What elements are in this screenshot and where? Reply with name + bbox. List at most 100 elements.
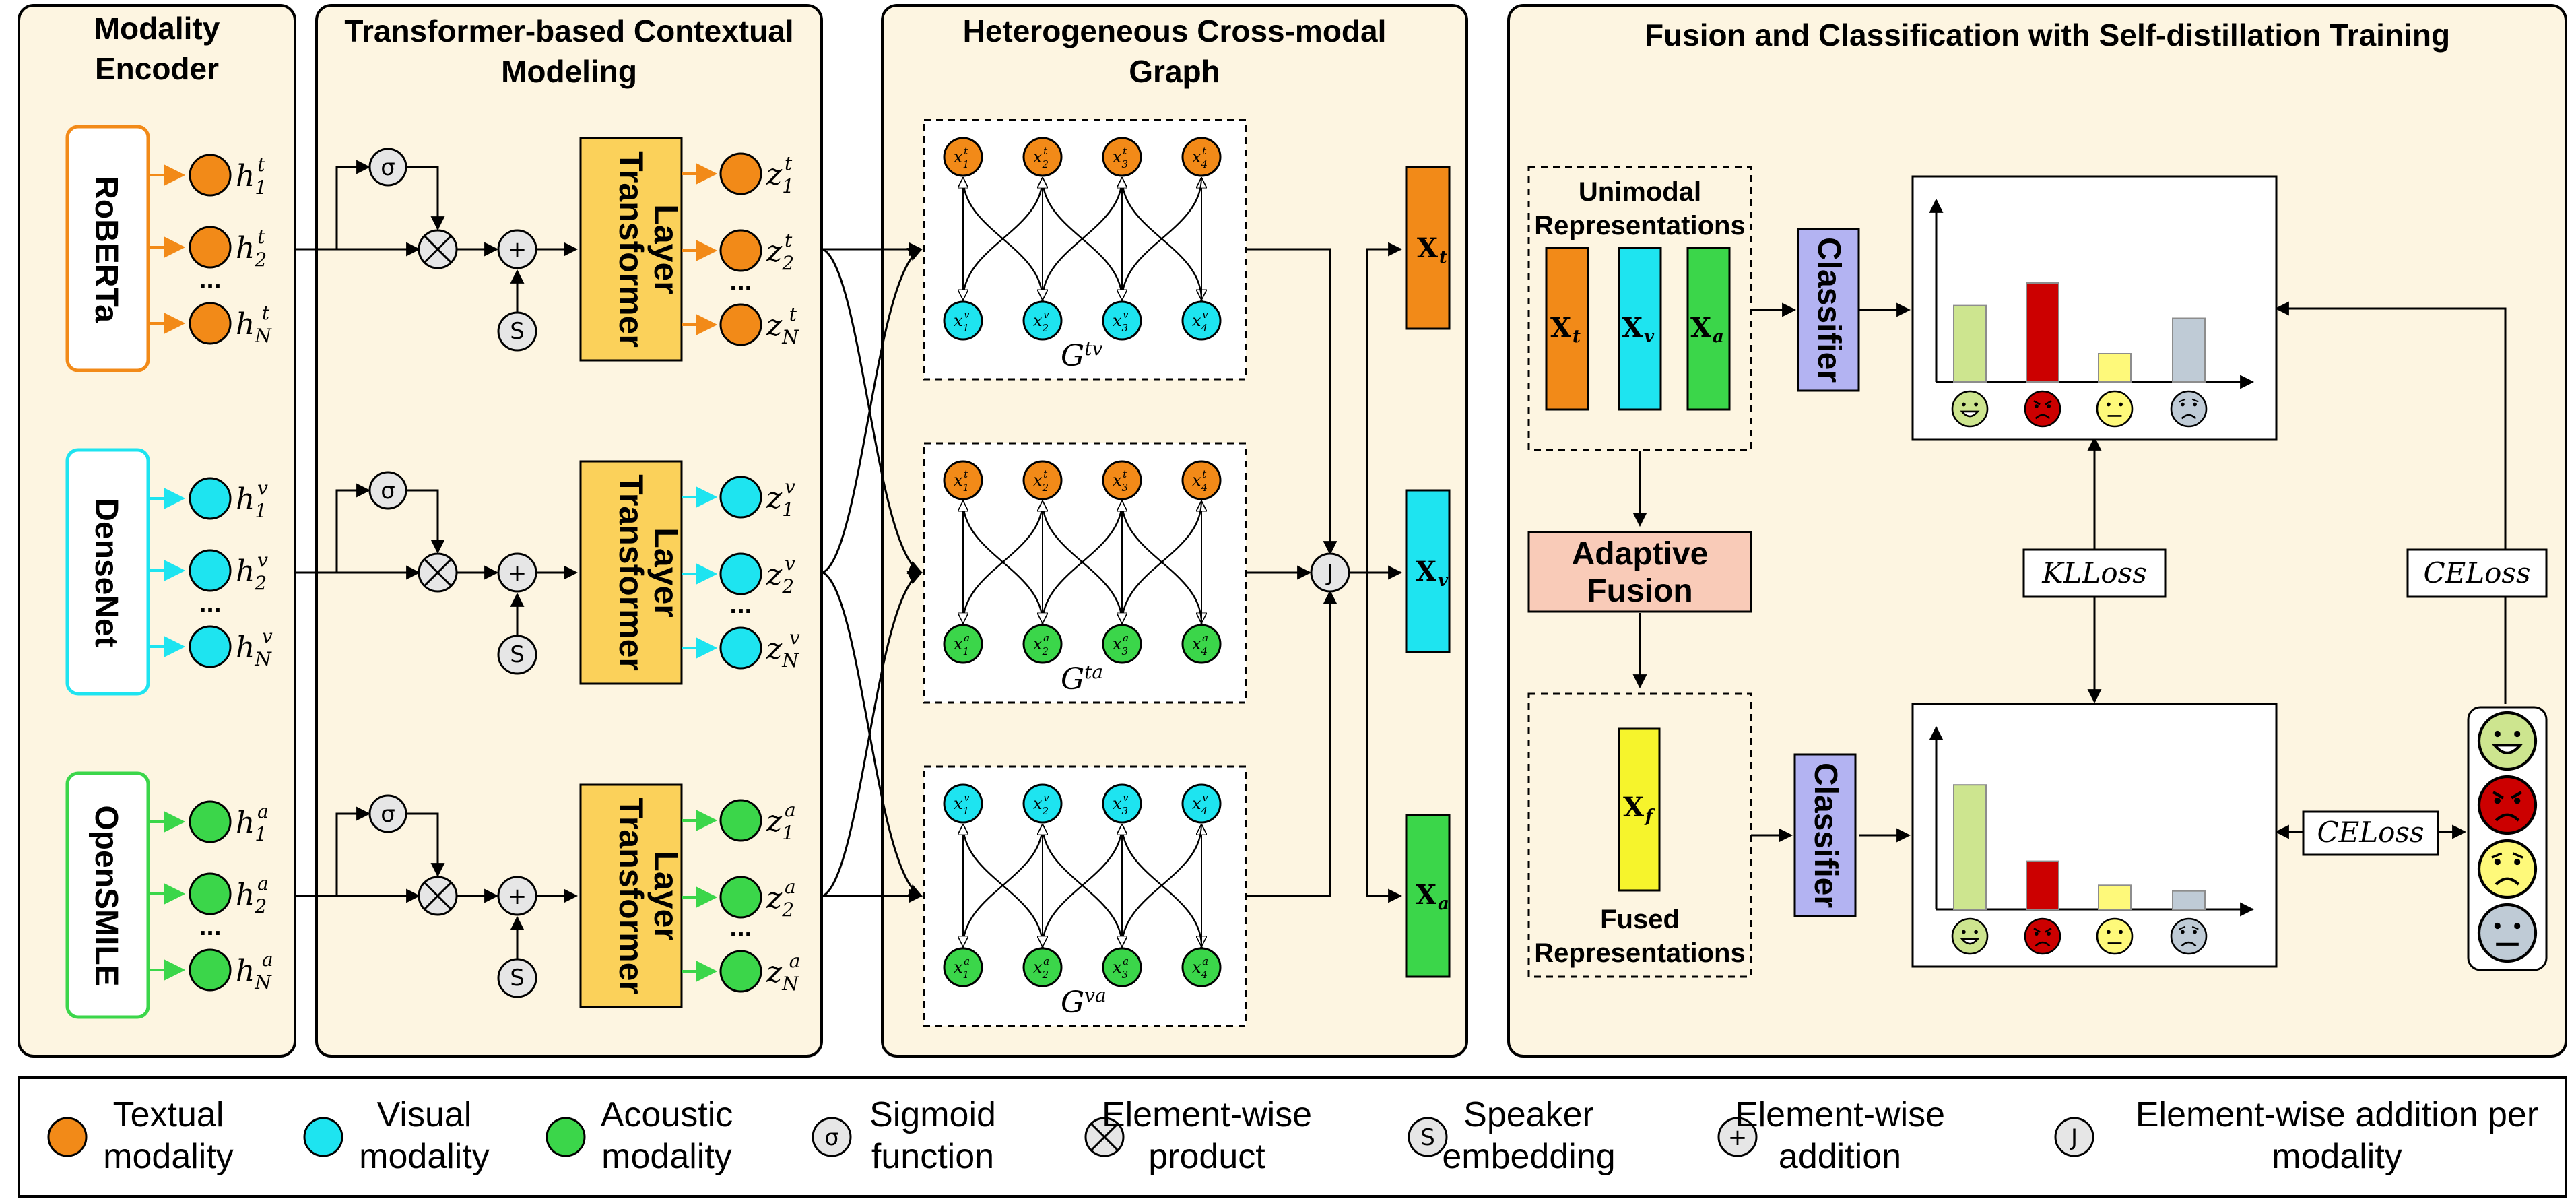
kl-loss-label: KLLoss (2022, 548, 2167, 598)
graph-node-va-bottom-4 (1181, 947, 1222, 987)
graph-node-label-va-bottom-1: x1a (954, 955, 970, 981)
output-vector-v-sub: v (1438, 571, 1449, 591)
transformer-label-line-1-v: Transformer (612, 474, 650, 671)
hidden-dots-t: ... (199, 265, 221, 294)
legend-text-3-0: Sigmoid (869, 1095, 996, 1134)
svg-text:Xt: Xt (1550, 312, 1581, 347)
graph-node-va-top-1 (943, 783, 983, 824)
addition-icon (1717, 1117, 1758, 1157)
ground-truth-sad-icon (2477, 839, 2538, 899)
unimodal-vector-v-symbol: X (1622, 312, 1643, 344)
encoder-title-line-1: Modality (94, 11, 220, 46)
modal-add-icon-symbol: J (2070, 1124, 2078, 1151)
hidden-node-t-N (189, 302, 232, 345)
graph-node-ta-bottom-3 (1102, 624, 1142, 664)
unimodal-representations: Unimodal Representations Xt Xv Xa (1527, 166, 1752, 451)
graph-node-label-tv-bottom-2: x2v (1033, 309, 1049, 334)
adaptive-fusion-line-1: Adaptive (1572, 536, 1709, 572)
graph-node-label-ta-top-1: x1t (954, 468, 969, 494)
legend-text-4-1: product (1148, 1137, 1265, 1176)
output-vector-v (1405, 489, 1451, 653)
addition-symbol-a: + (508, 883, 527, 910)
graph-node-label-ta-top-2: x2t (1033, 468, 1049, 494)
unimodal-label-line-1: Unimodal (1579, 177, 1701, 207)
visual-modality-icon (303, 1117, 343, 1157)
chart2-bar-neutral (2098, 884, 2132, 911)
graph-node-ta-bottom-2 (1022, 624, 1063, 664)
context-label-a-2: z2a (766, 876, 796, 921)
unimodal-vector-a (1686, 247, 1731, 411)
hidden-label-v-N: hNv (236, 625, 273, 670)
graph-node-tv-bottom-2 (1022, 300, 1063, 341)
speaker-embedding-a: S (497, 958, 537, 998)
transformer-label-line-2-t: Layer (647, 204, 685, 294)
sigmoid-op-a: σ (368, 794, 407, 833)
chart1-bar-happy (1953, 304, 1987, 383)
legend-text-6-0: Element-wise (1735, 1095, 1945, 1134)
chart2-bar-sad (2172, 890, 2206, 910)
fused-vector (1618, 727, 1661, 892)
addition-op-a: + (497, 876, 537, 916)
hidden-node-v-2 (189, 549, 232, 592)
speaker-icon (1408, 1117, 1448, 1157)
hidden-node-a-1 (189, 800, 232, 843)
hidden-label-a-1: h1a (236, 800, 269, 845)
ground-truth-angry-icon (2477, 775, 2538, 835)
graph-node-va-top-4 (1181, 783, 1222, 824)
addition-icon-symbol: + (1728, 1124, 1748, 1151)
transformer-title-line-2: Modeling (501, 54, 637, 89)
acoustic-modality-icon (546, 1117, 586, 1157)
unimodal-chart (1929, 198, 2255, 428)
speaker-icon-symbol: S (1420, 1124, 1435, 1151)
fused-vector-sub: f (1644, 806, 1655, 826)
ce-loss-label-bottom: CELoss (2302, 810, 2439, 856)
hidden-node-v-N (189, 625, 232, 668)
context-node-t-2 (719, 229, 762, 272)
graph-node-label-ta-top-4: x4t (1192, 468, 1208, 494)
graph-node-label-ta-top-3: x3t (1113, 468, 1128, 494)
graph-title-line-1: Heterogeneous Cross-modal (963, 13, 1387, 48)
context-label-v-2: z2v (766, 552, 795, 597)
legend-text-4-0: Element-wise (1102, 1095, 1312, 1134)
graph-node-label-ta-bottom-2: x2a (1033, 632, 1049, 657)
ground-truth-emotions (2467, 706, 2548, 971)
output-vector-t-sub: t (1439, 247, 1447, 267)
adaptive-fusion-line-2: Fusion (1587, 573, 1692, 609)
svg-text:Xa: Xa (1690, 312, 1724, 347)
hidden-label-a-2: h2a (236, 872, 269, 917)
graph-node-label-va-bottom-2: x2a (1033, 955, 1049, 981)
context-node-t-1 (719, 152, 762, 195)
chart1-bar-neutral (2098, 353, 2132, 383)
sigmoid-icon (812, 1117, 852, 1157)
graph-node-va-top-3 (1102, 783, 1142, 824)
speaker-symbol-a: S (510, 965, 525, 992)
transformer-label-line-1-a: Transformer (612, 798, 650, 994)
ground-truth-happy-icon (2477, 711, 2538, 771)
kl-loss-text: KLLoss (2041, 556, 2147, 589)
hidden-node-v-1 (189, 477, 232, 520)
addition-symbol-v: + (508, 560, 527, 587)
graph-label-ta: Gta (1061, 661, 1103, 696)
legend-text-7-0: Element-wise addition per (2136, 1095, 2538, 1134)
graph-node-label-va-bottom-3: x3a (1113, 955, 1129, 981)
hidden-label-t-1: h1t (236, 154, 267, 199)
graph-node-label-tv-bottom-4: x4v (1192, 309, 1208, 334)
context-label-a-N: zNa (766, 950, 800, 995)
graph-node-ta-top-4 (1181, 460, 1222, 500)
ce-loss-text-bottom: CELoss (2317, 816, 2424, 849)
svg-text:Xa: Xa (1416, 879, 1449, 914)
chart2-angry-icon (2024, 917, 2061, 955)
ce-loss-text-top: CELoss (2423, 556, 2530, 589)
graph-node-label-va-top-3: x3v (1113, 791, 1129, 817)
addition-symbol-t: + (508, 236, 527, 263)
transformer-label-line-2-v: Layer (647, 527, 685, 617)
unimodal-label-line-2: Representations (1534, 211, 1745, 240)
context-node-a-2 (719, 876, 762, 919)
